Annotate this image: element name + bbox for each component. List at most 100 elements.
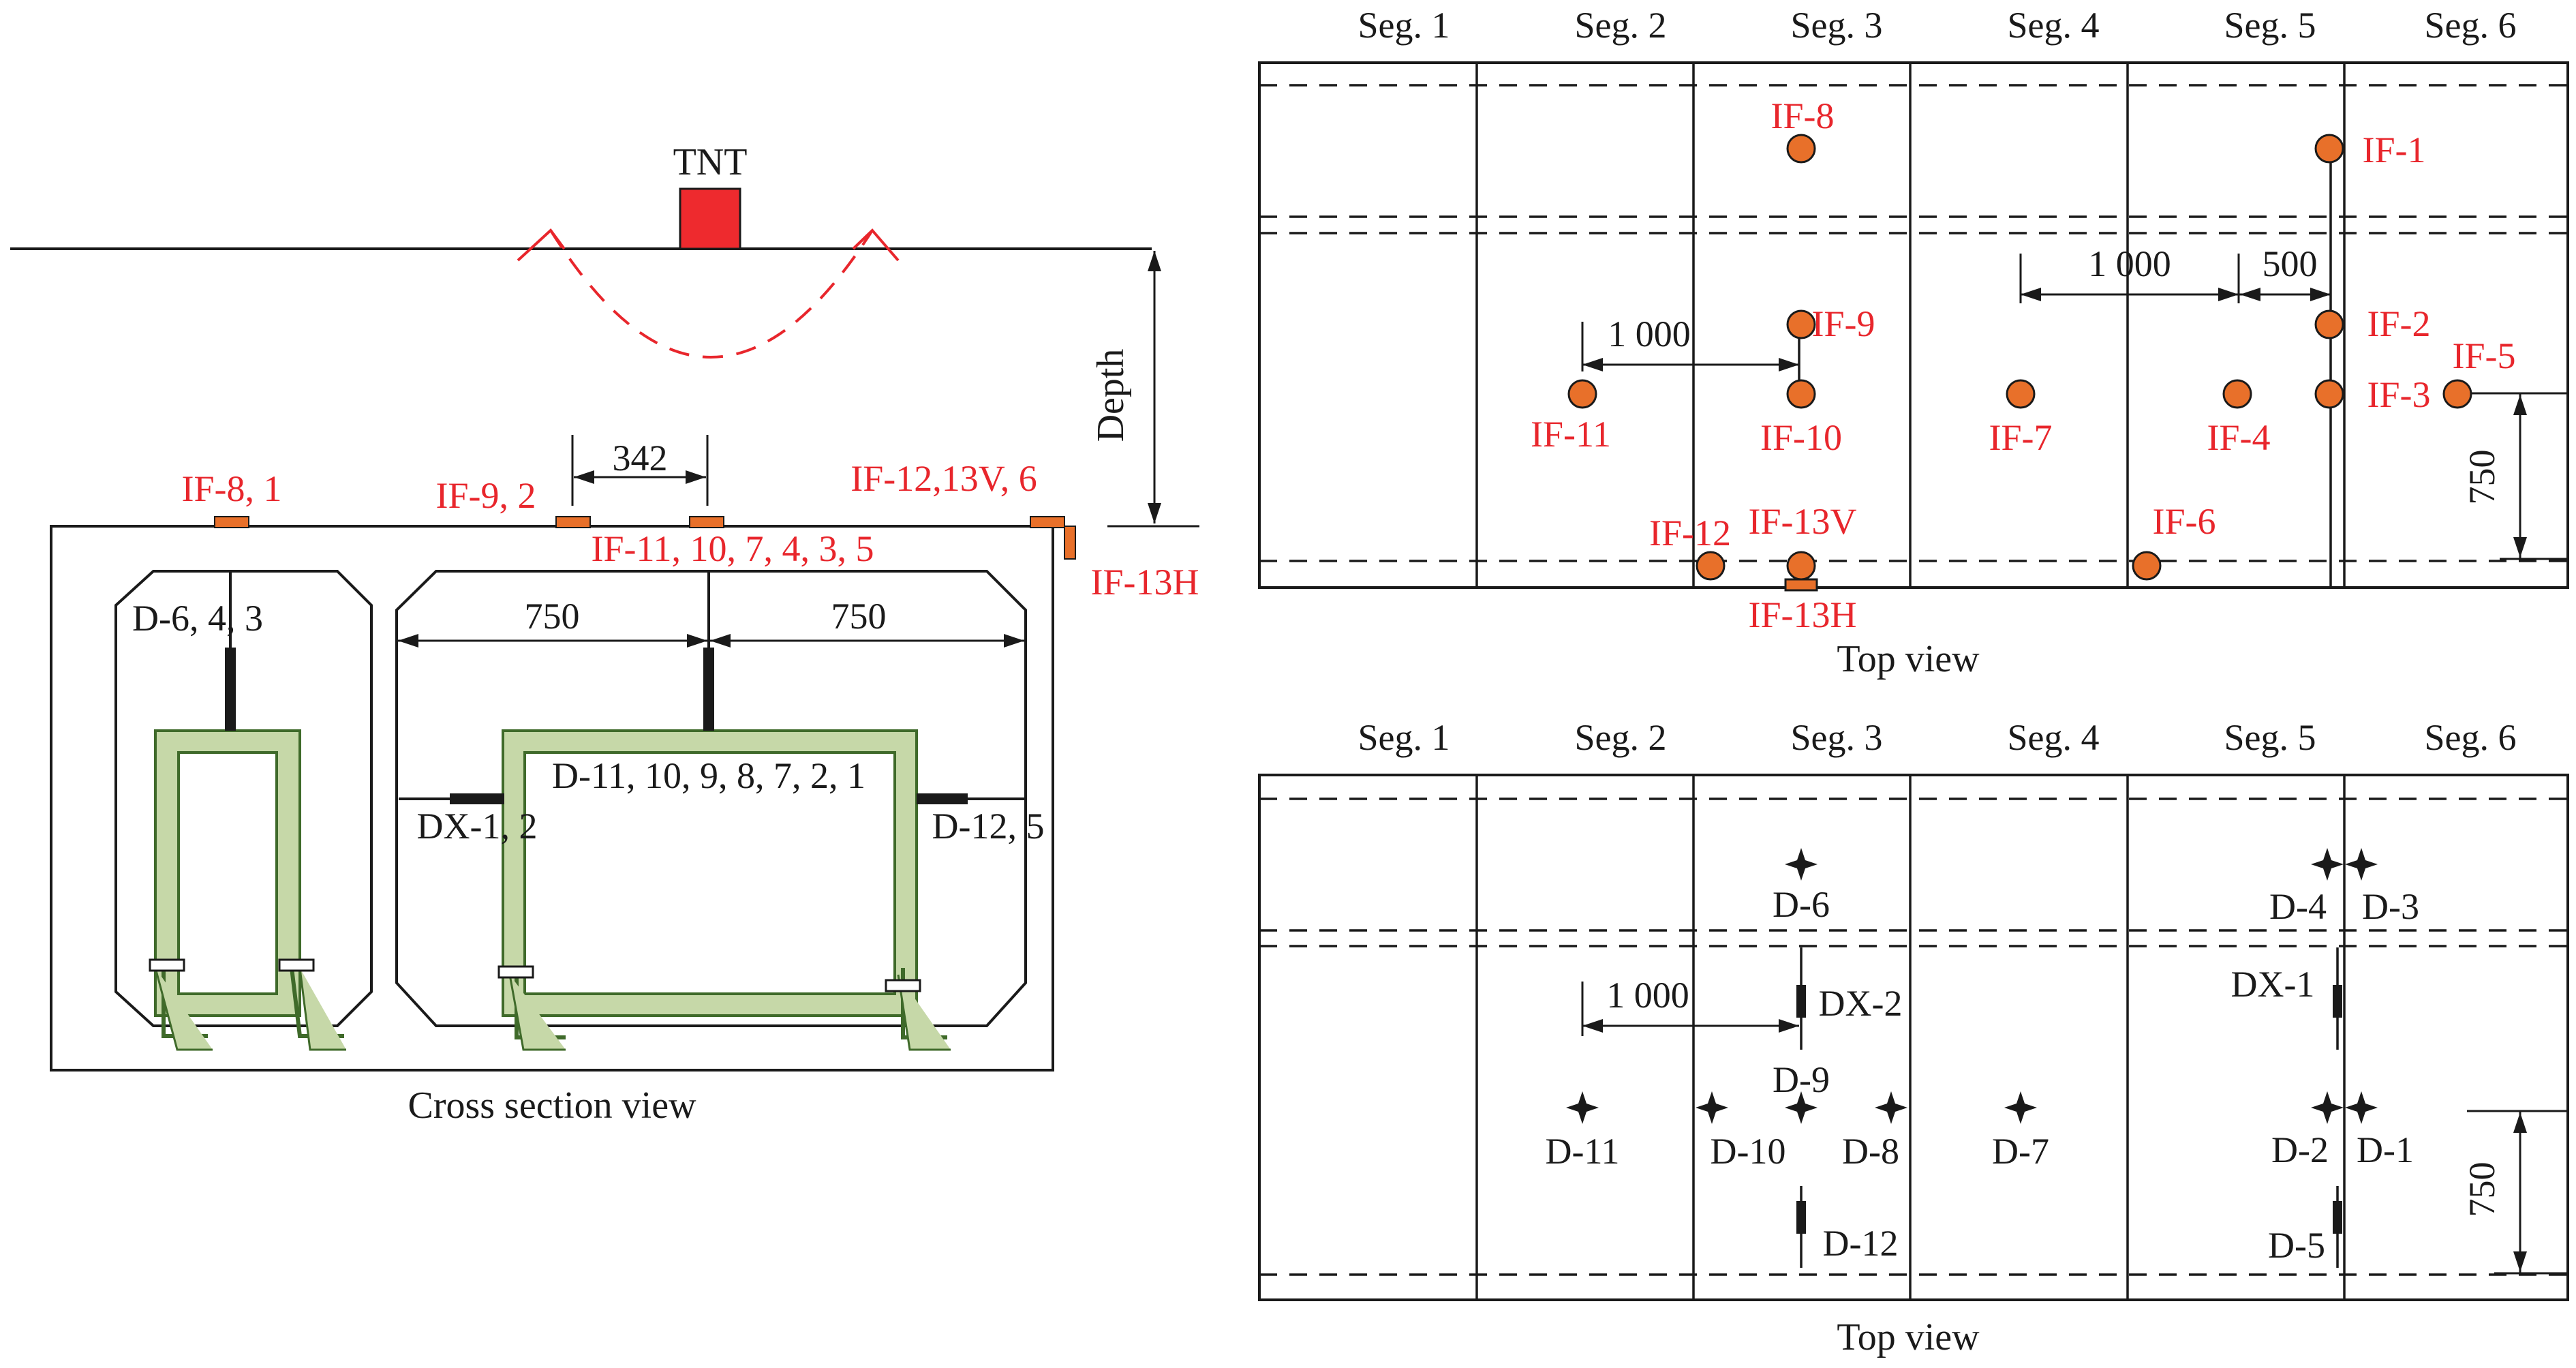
dim-750-top bbox=[2470, 392, 2568, 560]
segment-dividers-bottom bbox=[1475, 775, 2346, 1300]
star-d-9 bbox=[1785, 1091, 1818, 1124]
disp-label-d-8: D-8 bbox=[1842, 1131, 1899, 1172]
star-d-4 bbox=[2311, 848, 2344, 881]
star-d-11 bbox=[1566, 1091, 1599, 1124]
segment-header: Seg. 3 bbox=[1791, 5, 1883, 46]
gauge-if-1 bbox=[2314, 134, 2344, 164]
dim-750-top-label: 750 bbox=[2462, 450, 2502, 505]
segment-headers-top: Seg. 1 Seg. 2 Seg. 3 Seg. 4 Seg. 5 Seg. … bbox=[1358, 5, 2517, 46]
gauge-if-13v bbox=[1786, 551, 1816, 581]
dim-1000-left-label: 1 000 bbox=[1608, 314, 1691, 354]
gauge-if-7 bbox=[2006, 379, 2036, 409]
gauge-if-12 bbox=[1696, 551, 1726, 581]
tnt-charge bbox=[679, 187, 741, 250]
segment-header: Seg. 6 bbox=[2425, 5, 2517, 46]
label-dx-1-2: DX-1, 2 bbox=[417, 806, 538, 847]
top-view-pressure-frame bbox=[1258, 61, 2569, 589]
tunnel-edges-bottom bbox=[1259, 797, 2568, 1276]
segment-header: Seg. 4 bbox=[2008, 717, 2100, 758]
segment-header: Seg. 1 bbox=[1358, 5, 1450, 46]
label-d-6-4-3: D-6, 4, 3 bbox=[132, 598, 263, 639]
segment-header: Seg. 2 bbox=[1575, 5, 1667, 46]
right-support-frame bbox=[497, 729, 951, 1051]
dim-1000-right-label: 1 000 bbox=[2088, 243, 2171, 284]
top-view-displacement-caption: Top view bbox=[1837, 1316, 1980, 1358]
displacement-markers bbox=[1566, 848, 2378, 1124]
dim-750-left-label: 750 bbox=[525, 596, 580, 637]
top-view-pressure: Seg. 1 Seg. 2 Seg. 3 Seg. 4 Seg. 5 Seg. … bbox=[1258, 5, 2569, 680]
depth-dimension bbox=[1107, 251, 1199, 528]
disp-label-d-3: D-3 bbox=[2362, 886, 2419, 927]
gauge-label-if-11: IF-11 bbox=[1531, 414, 1611, 455]
label-if-8-1: IF-8, 1 bbox=[182, 468, 282, 509]
dim-750-pair bbox=[395, 610, 1027, 731]
label-d-main: D-11, 10, 9, 8, 7, 2, 1 bbox=[552, 755, 865, 796]
dim-750-right-label: 750 bbox=[831, 596, 887, 637]
tunnel-edges-top bbox=[1259, 84, 2568, 562]
disp-label-d-6: D-6 bbox=[1773, 884, 1830, 925]
cross-section-caption: Cross section view bbox=[408, 1084, 696, 1127]
gauge-leader-lines bbox=[1798, 149, 2332, 588]
disp-label-d-7: D-7 bbox=[1992, 1131, 2049, 1172]
dim-342-label: 342 bbox=[613, 438, 668, 478]
gauge-if-6 bbox=[2132, 551, 2162, 581]
gauge-label-if-12: IF-12 bbox=[1649, 513, 1731, 553]
gauge-if-11 bbox=[1567, 379, 1597, 409]
gauge-if-8 bbox=[1786, 134, 1816, 164]
gauge-label-if-4: IF-4 bbox=[2207, 417, 2271, 458]
segment-dividers-top bbox=[1475, 63, 2346, 588]
bar-dx-1 bbox=[2333, 985, 2342, 1018]
gauge-if-3 bbox=[2314, 379, 2344, 409]
top-view-displacement: Seg. 1 Seg. 2 Seg. 3 Seg. 4 Seg. 5 Seg. … bbox=[1258, 717, 2569, 1358]
soil-block bbox=[50, 525, 1054, 1071]
gauge-label-if-5: IF-5 bbox=[2453, 335, 2516, 376]
gauge-label-if-6: IF-6 bbox=[2153, 501, 2216, 542]
cross-section: TNT Depth bbox=[10, 141, 1199, 1127]
cs-pressure-gauges bbox=[214, 516, 1076, 560]
dim-1000-left bbox=[1581, 322, 1799, 371]
disp-label-d-11: D-11 bbox=[1546, 1131, 1620, 1172]
star-d-6 bbox=[1785, 848, 1818, 881]
gauge-label-if-7: IF-7 bbox=[1989, 417, 2053, 458]
top-view-pressure-caption: Top view bbox=[1837, 638, 1980, 680]
bar-d-12 bbox=[1796, 1201, 1806, 1234]
gauge-if-5 bbox=[2442, 379, 2472, 409]
gauge-if-13h bbox=[1784, 578, 1818, 592]
gauge-label-if-13h: IF-13H bbox=[1749, 594, 1857, 635]
left-support-frame bbox=[149, 729, 346, 1051]
star-d-3 bbox=[2345, 848, 2378, 881]
gauge-label-if-10: IF-10 bbox=[1760, 417, 1842, 458]
gauge-if-2 bbox=[2314, 309, 2344, 339]
star-d-8 bbox=[1875, 1091, 1907, 1124]
dim-750-bottom bbox=[2467, 1110, 2568, 1275]
segment-header: Seg. 6 bbox=[2425, 717, 2517, 758]
disp-label-dx-2: DX-2 bbox=[1819, 983, 1903, 1024]
disp-label-d-5: D-5 bbox=[2268, 1225, 2325, 1266]
label-if-13h: IF-13H bbox=[1091, 562, 1199, 603]
gauge-if-9 bbox=[1786, 309, 1816, 339]
gauge-label-if-1: IF-1 bbox=[2363, 130, 2426, 170]
top-view-displacement-frame bbox=[1258, 774, 2569, 1301]
pressure-gauges bbox=[1567, 134, 2472, 592]
disp-label-d-12: D-12 bbox=[1823, 1223, 1899, 1264]
label-if-12-13v-6: IF-12,13V, 6 bbox=[850, 458, 1037, 499]
gauge-if-10 bbox=[1786, 379, 1816, 409]
gauge-label-if-3: IF-3 bbox=[2367, 374, 2431, 415]
gauge-label-if-8: IF-8 bbox=[1771, 95, 1835, 136]
crater-outline bbox=[517, 228, 900, 359]
gauge-label-if-2: IF-2 bbox=[2367, 303, 2431, 344]
gauge-labels: IF-8 IF-1 IF-9 IF-2 IF-5 IF-3 IF-11 IF-1… bbox=[1531, 95, 2516, 635]
gauge-if-4 bbox=[2222, 379, 2252, 409]
right-tunnel-outline bbox=[395, 570, 1027, 1027]
dim-1000-bottom bbox=[1581, 982, 1799, 1036]
gauge-label-if-9: IF-9 bbox=[1812, 303, 1875, 344]
tnt-label: TNT bbox=[673, 141, 748, 183]
disp-label-d-9: D-9 bbox=[1773, 1059, 1830, 1100]
star-d-10 bbox=[1696, 1091, 1728, 1124]
segment-header: Seg. 5 bbox=[2224, 717, 2316, 758]
dim-500-label: 500 bbox=[2263, 243, 2318, 284]
label-d-12-5: D-12, 5 bbox=[932, 806, 1045, 847]
disp-label-d-10: D-10 bbox=[1711, 1131, 1786, 1172]
bar-d-5 bbox=[2333, 1201, 2342, 1234]
